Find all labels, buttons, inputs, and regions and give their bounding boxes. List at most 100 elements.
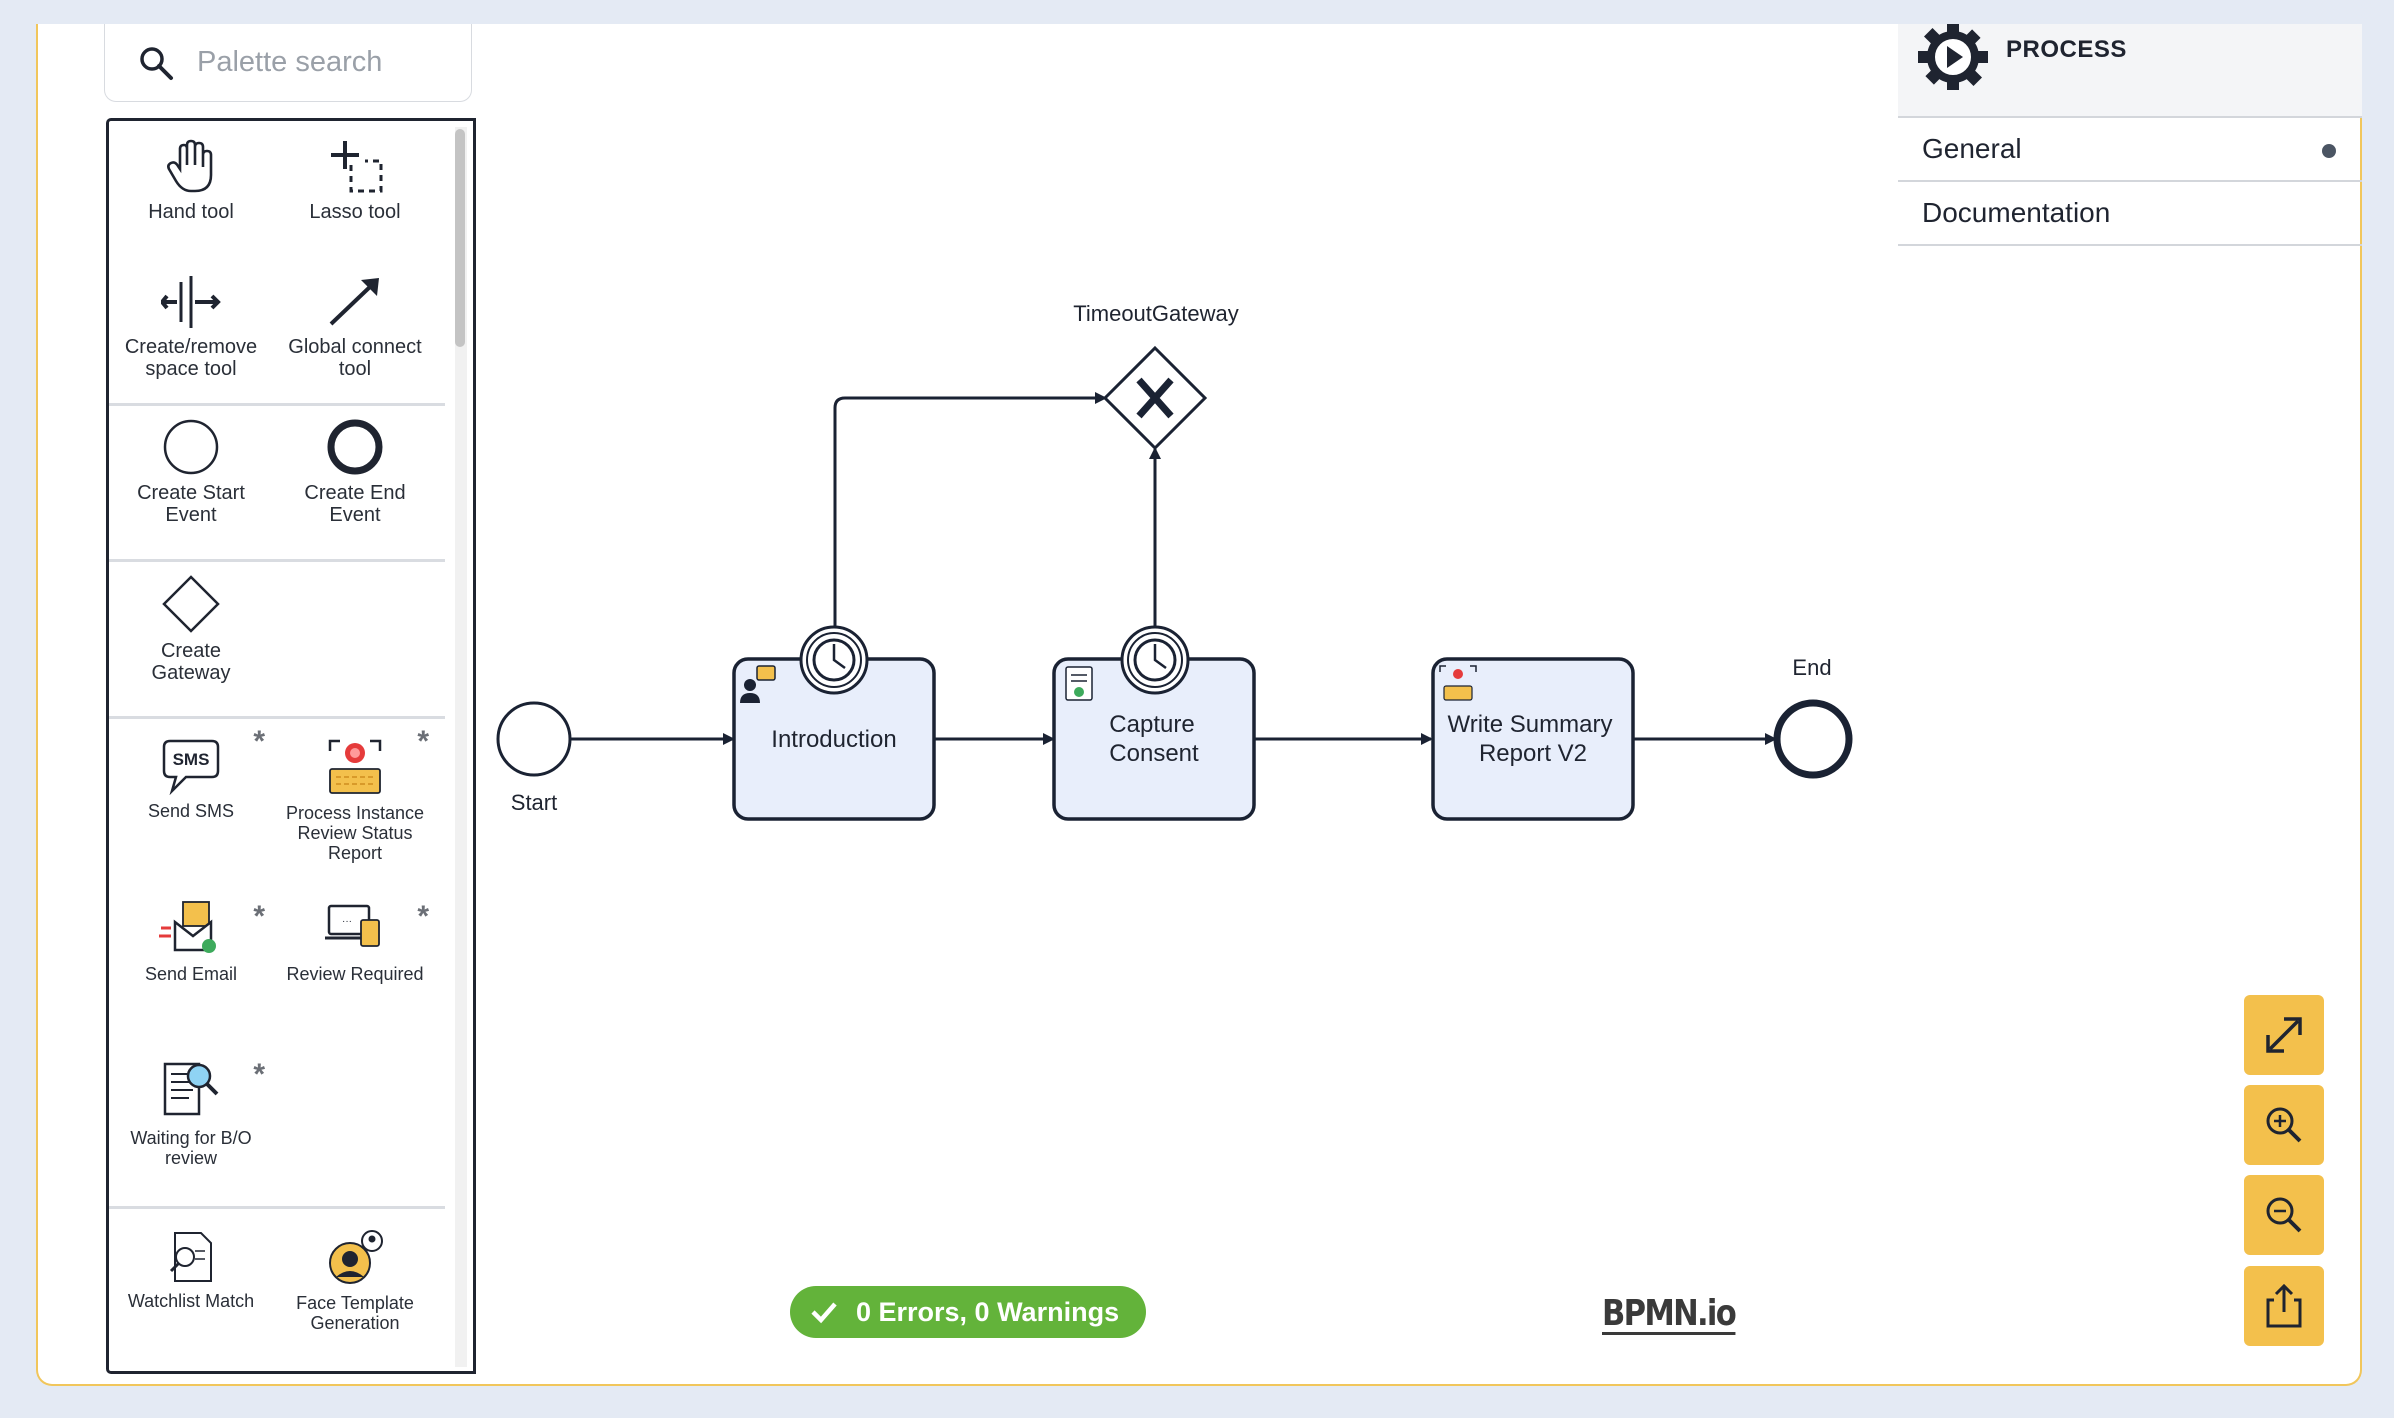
zoom-in-button[interactable] (2244, 1085, 2324, 1165)
connect-arrow-icon (329, 278, 379, 326)
tab-documentation-label: Documentation (1922, 197, 2111, 228)
timer-boundary-event-icon[interactable] (1120, 625, 1190, 695)
flow-introduction-timeout[interactable] (833, 392, 1107, 628)
watchlist-icon (169, 1232, 212, 1282)
sequence-flows[interactable] (570, 392, 1777, 745)
tab-documentation[interactable]: Documentation (1898, 182, 2362, 246)
sms-icon-text: SMS (173, 750, 210, 769)
sms-icon: SMS (162, 739, 220, 795)
global-connect-tool[interactable]: Global connect tool (273, 274, 437, 406)
send-email-label: Send Email (144, 964, 238, 985)
start-event-icon (163, 419, 219, 475)
task-capture-consent[interactable]: Capture Consent (1052, 625, 1256, 821)
watchlist-match-label: Watchlist Match (127, 1291, 255, 1311)
zoom-out-icon (2266, 1197, 2302, 1233)
task-consent-label-line1: Capture (1109, 711, 1194, 738)
palette-entries: Hand tool Lasso tool Create/remove space… (109, 121, 445, 1371)
review-required-item[interactable]: * ··· Review Required (273, 898, 437, 1055)
tab-general-label: General (1922, 133, 2022, 164)
zoom-out-button[interactable] (2244, 1175, 2324, 1255)
custom-marker: * (253, 725, 265, 758)
document-search-icon (163, 1062, 219, 1115)
space-tool[interactable]: Create/remove space tool (109, 274, 273, 406)
send-sms-label: Send SMS (147, 801, 235, 821)
create-start-event[interactable]: Create Start Event (109, 418, 273, 559)
palette-scrollbar-track[interactable] (455, 127, 467, 1367)
search-icon (140, 46, 173, 80)
task-write-summary-report[interactable]: Write Summary Report V2 (1431, 657, 1635, 821)
gateway-label: TimeoutGateway (1073, 301, 1238, 326)
end-event-label: End (1792, 655, 1831, 680)
face-template-item[interactable]: Face Template Generation (273, 1229, 437, 1371)
hand-tool[interactable]: Hand tool (109, 139, 273, 274)
face-template-label: Face Template Generation (296, 1293, 414, 1333)
bpmn-io-logo[interactable]: BPMN.io (1602, 1293, 1737, 1335)
send-sms-item[interactable]: * SMS Send SMS (109, 723, 273, 898)
start-event-label: Start (511, 790, 557, 815)
space-tool-label: Create/remove space tool (124, 336, 258, 380)
waiting-review-item[interactable]: * Waiting for B/O review (109, 1056, 273, 1206)
palette-group-identity-tasks: Watchlist Match Face Template Generation (109, 1209, 445, 1371)
space-tool-icon (161, 276, 221, 328)
task-consent-label-line2: Consent (1109, 740, 1199, 767)
document-task-icon (1065, 666, 1093, 701)
custom-marker: * (417, 725, 429, 758)
lasso-icon (331, 141, 383, 193)
hand-icon (167, 139, 213, 193)
check-icon (811, 1302, 837, 1324)
create-gateway[interactable]: Create Gateway (109, 574, 273, 716)
watchlist-match-item[interactable]: Watchlist Match (109, 1229, 273, 1371)
properties-header: PROCESS (1898, 24, 2362, 118)
palette: Hand tool Lasso tool Create/remove space… (106, 118, 476, 1374)
waiting-review-label: Waiting for B/O review (130, 1127, 252, 1168)
palette-group-custom-tasks: * SMS Send SMS * Process Instance Revie (109, 719, 445, 1209)
task-introduction-label: Introduction (771, 726, 896, 753)
palette-group-tools: Hand tool Lasso tool Create/remove space… (109, 121, 445, 406)
validation-status-text: 0 Errors, 0 Warnings (856, 1296, 1120, 1327)
palette-search[interactable] (104, 24, 472, 102)
hand-tool-label: Hand tool (148, 201, 234, 223)
fullscreen-icon (2266, 1017, 2302, 1053)
create-end-event-label: Create End Event (304, 482, 406, 526)
task-introduction[interactable]: Introduction (732, 625, 936, 821)
end-event-icon (327, 419, 383, 475)
send-email-item[interactable]: * Send Email (109, 898, 273, 1055)
tab-general[interactable]: General (1898, 118, 2362, 182)
properties-panel: PROCESS General Documentation (1898, 24, 2362, 1224)
custom-marker: * (417, 900, 429, 934)
end-event[interactable] (1773, 699, 1853, 779)
palette-group-events: Create Start Event Create End Event (109, 406, 445, 562)
email-icon (159, 901, 216, 954)
create-end-event[interactable]: Create End Event (273, 418, 437, 559)
zoom-in-icon (2266, 1107, 2302, 1143)
custom-marker: * (253, 1057, 265, 1091)
fullscreen-button[interactable] (2244, 995, 2324, 1075)
process-report-item[interactable]: * Process Instance Review Status Report (273, 723, 437, 898)
global-connect-tool-label: Global connect tool (288, 336, 422, 380)
start-event[interactable] (496, 701, 572, 777)
create-start-event-label: Create Start Event (137, 482, 245, 526)
create-gateway-label: Create Gateway (151, 640, 231, 684)
palette-group-gateway: Create Gateway (109, 562, 445, 719)
export-button[interactable] (2244, 1266, 2324, 1346)
review-required-label: Review Required (286, 964, 424, 985)
report-icon (328, 739, 382, 794)
report-task-icon (1439, 665, 1477, 701)
task-summary-label-line2: Report V2 (1479, 740, 1587, 767)
export-icon (2266, 1283, 2302, 1328)
gateway-icon (162, 575, 220, 633)
timer-boundary-event-icon[interactable] (799, 625, 869, 695)
lasso-tool[interactable]: Lasso tool (273, 139, 437, 274)
process-gear-icon (1918, 24, 1988, 90)
properties-title: PROCESS (2006, 36, 2127, 63)
svg-text:···: ··· (342, 916, 352, 927)
task-summary-label-line1: Write Summary (1448, 711, 1613, 738)
palette-scrollbar-thumb[interactable] (455, 129, 465, 347)
active-dot-indicator (2322, 144, 2336, 158)
timeout-gateway[interactable] (1102, 345, 1208, 451)
validation-status-badge[interactable]: 0 Errors, 0 Warnings (790, 1286, 1146, 1338)
palette-search-input[interactable] (195, 45, 449, 80)
face-icon (329, 1230, 383, 1284)
lasso-tool-label: Lasso tool (309, 201, 401, 223)
